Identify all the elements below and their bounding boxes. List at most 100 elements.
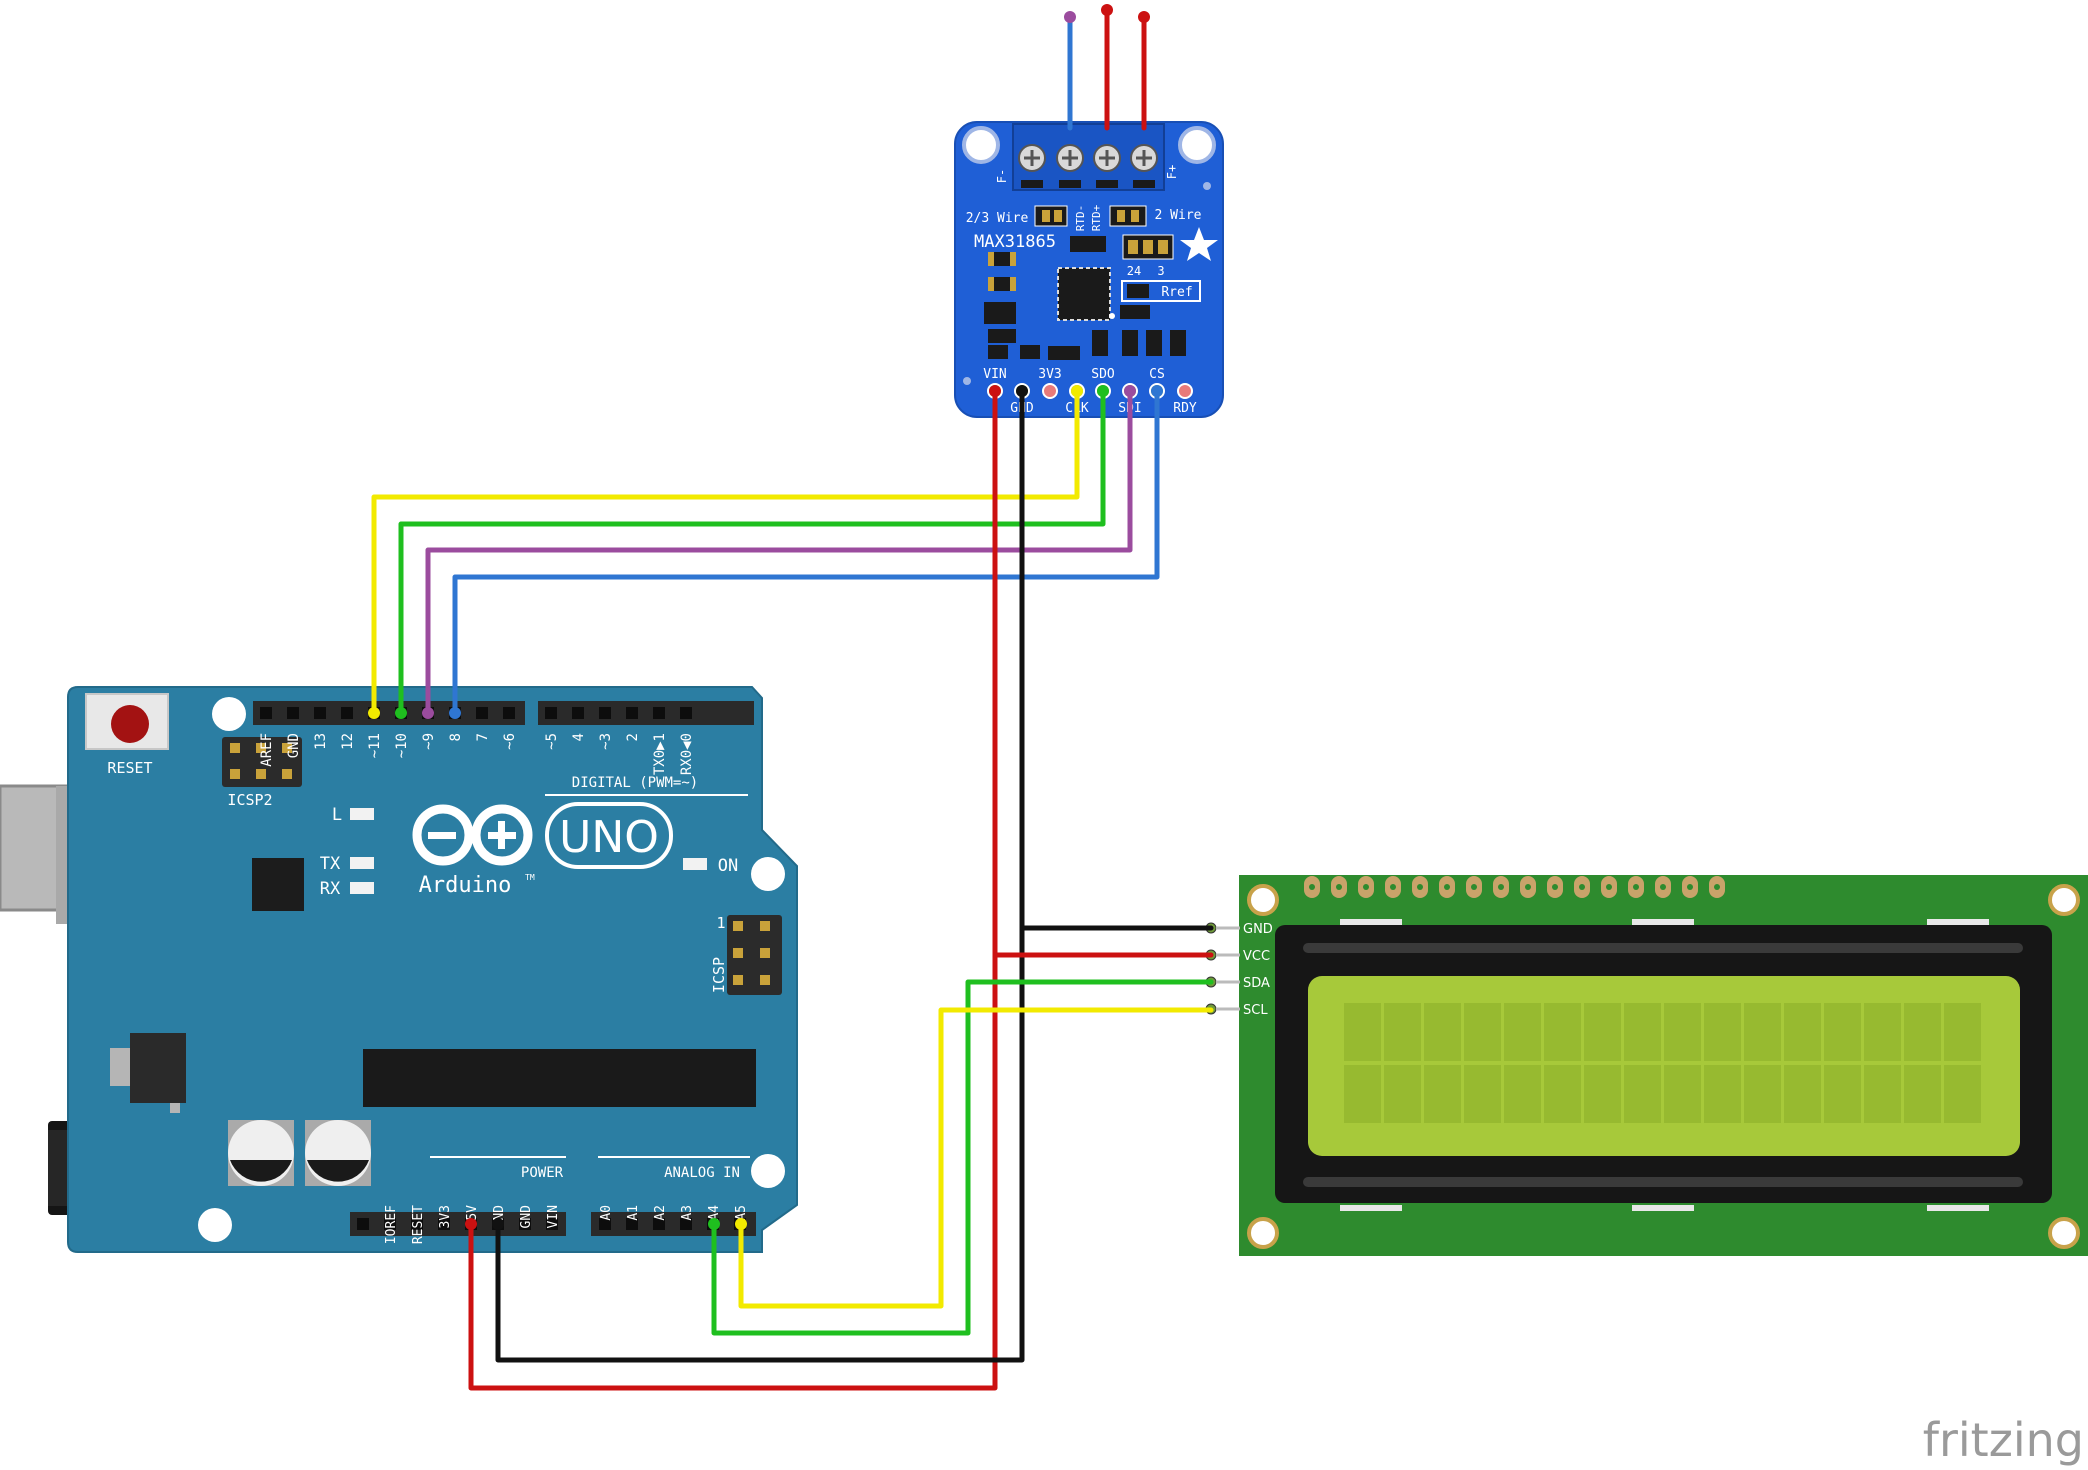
rtd-plus-label: RTD+: [1090, 204, 1103, 231]
wire-2-label: 2 Wire: [1155, 208, 1202, 223]
digital-pin-socket: [599, 707, 611, 719]
wire-clk-yellow: [371, 388, 1080, 716]
lcd-character-cell: [1704, 1065, 1741, 1123]
digital-pin-label: GND: [286, 733, 302, 758]
digital-header-low: [538, 701, 754, 725]
wire-endpoint: [1064, 11, 1076, 23]
digital-pin-label: 13: [313, 733, 329, 750]
digital-pin-label: ~10: [394, 733, 410, 758]
lcd-character-cell: [1824, 1003, 1861, 1061]
digital-pin-label: ~11: [367, 733, 383, 758]
wire-endpoint: [368, 707, 380, 719]
wire-endpoint: [1097, 385, 1109, 397]
lcd-character-cell: [1624, 1065, 1661, 1123]
analog-pin-socket: [599, 1218, 611, 1230]
lcd-character-cell: [1584, 1065, 1621, 1123]
power-section-label: POWER: [521, 1165, 564, 1181]
analog-pin-label: A0: [599, 1205, 614, 1221]
digital-pin-label: ~6: [502, 733, 518, 750]
power-pin-label: VIN: [546, 1205, 561, 1228]
f-minus-label: F-: [995, 169, 1009, 183]
capacitor-right: [305, 1120, 371, 1186]
analog-header: [591, 1212, 756, 1236]
digital-pin-socket: [626, 707, 638, 719]
rtd-minus-label: RTD-: [1074, 205, 1087, 232]
power-pin-socket: [411, 1218, 423, 1230]
wire-endpoint: [1151, 385, 1163, 397]
digital-pin-label: TX0▶1: [652, 733, 668, 775]
microcontroller-chip: [363, 1049, 756, 1107]
max-pin-pad: [1042, 383, 1058, 399]
digital-section-label: DIGITAL (PWM=~): [572, 775, 698, 791]
power-pin-socket: [357, 1218, 369, 1230]
wire-endpoint: [1138, 11, 1150, 23]
f-plus-label: F+: [1165, 165, 1179, 179]
arduino-wordmark: Arduino: [419, 873, 512, 898]
digital-pin-label: 7: [475, 733, 491, 741]
power-pin-label: 3V3: [438, 1205, 453, 1228]
lcd-character-cell: [1944, 1065, 1981, 1123]
wire-gnd-black: [495, 388, 1025, 1363]
wire-endpoint: [1016, 385, 1028, 397]
arduino-pcb: [67, 686, 798, 1253]
analog-pin-label: A3: [680, 1205, 695, 1221]
analog-pin-label: A1: [626, 1205, 641, 1221]
wire-cs-blue: [452, 388, 1160, 716]
lcd-character-cell: [1664, 1065, 1701, 1123]
wire-sdo-green: [398, 388, 1106, 716]
led-rx-label: RX: [320, 879, 341, 899]
digital-pin-socket: [680, 707, 692, 719]
lcd-character-cell: [1944, 1003, 1981, 1061]
digital-pin-label: ~3: [598, 733, 614, 750]
lcd-character-cell: [1384, 1065, 1421, 1123]
lcd-character-cell: [1384, 1003, 1421, 1061]
digital-pin-socket: [314, 707, 326, 719]
lcd-character-cell: [1544, 1003, 1581, 1061]
led-tx-label: TX: [320, 854, 341, 874]
lcd-character-cell: [1664, 1003, 1701, 1061]
arduino-infinity-icon: [412, 804, 533, 866]
max-bottom-pin-label: RDY: [1173, 401, 1197, 416]
lcd-character-cell: [1744, 1065, 1781, 1123]
max-pin-pad: [1177, 383, 1193, 399]
digital-pin-socket: [572, 707, 584, 719]
jumper-24-label: 24: [1127, 264, 1141, 278]
fritzing-watermark: fritzing: [1923, 1413, 2084, 1467]
power-pin-socket: [519, 1218, 531, 1230]
wire-endpoint: [735, 1218, 747, 1230]
wire-endpoint: [492, 1218, 504, 1230]
lcd-character-cell: [1544, 1065, 1581, 1123]
power-pin-label: RESET: [411, 1205, 426, 1244]
lcd-character-cell: [1704, 1003, 1741, 1061]
digital-pin-label: ~9: [421, 733, 437, 750]
lcd-character-cell: [1624, 1003, 1661, 1061]
analog-section-label: ANALOG IN: [664, 1165, 740, 1181]
max-top-pin-label: VIN: [983, 367, 1006, 382]
lcd-pin-label: GND: [1243, 922, 1273, 937]
wire-endpoint: [989, 385, 1001, 397]
trademark-label: TM: [525, 873, 535, 882]
lcd-character-cell: [1424, 1065, 1461, 1123]
wire-endpoint: [449, 707, 461, 719]
lcd-character-cell: [1344, 1065, 1381, 1123]
digital-pin-socket: [476, 707, 488, 719]
power-pin-label: GND: [519, 1205, 534, 1229]
lcd-character-cell: [1904, 1003, 1941, 1061]
power-pin-label: 5V: [465, 1205, 480, 1221]
lcd-character-cell: [1584, 1003, 1621, 1061]
uno-badge: [545, 802, 673, 869]
power-pin-socket: [438, 1218, 450, 1230]
wire-endpoint: [395, 707, 407, 719]
digital-pin-label: 4: [571, 733, 587, 741]
lcd-character-cell: [1504, 1065, 1541, 1123]
digital-pin-socket: [653, 707, 665, 719]
wire-endpoint: [422, 707, 434, 719]
lcd-character-cell: [1424, 1003, 1461, 1061]
max31865-ic: [1057, 267, 1111, 321]
digital-pin-socket: [287, 707, 299, 719]
wire-lcd-sda-green: [711, 979, 1214, 1336]
digital-pin-socket: [545, 707, 557, 719]
lcd-character-cell: [1864, 1003, 1901, 1061]
